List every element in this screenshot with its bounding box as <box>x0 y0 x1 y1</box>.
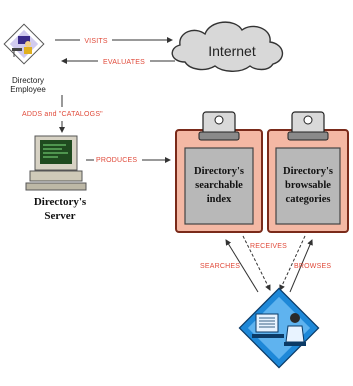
clipboard-categories: Directory's browsable categories <box>267 111 349 233</box>
server-label-line1: Directory's <box>34 196 87 208</box>
user-at-computer-icon <box>238 287 320 369</box>
computer-icon <box>25 135 87 191</box>
edge-visits: VISITS <box>55 37 173 45</box>
categories-label-line1: Directory's <box>283 166 333 177</box>
edge-label-adds: ADDS and "CATALOGS" <box>22 111 103 118</box>
edge-label-evaluates: EVALUATES <box>103 59 145 66</box>
edge-browses: BROWSES <box>289 239 331 293</box>
clip-index-icon <box>198 111 240 141</box>
employee-label-line2: Employee <box>10 85 46 94</box>
edge-label-searches: SEARCHES <box>200 263 240 270</box>
edge-searches: SEARCHES <box>200 239 259 293</box>
categories-label-line2: browsable <box>285 180 331 191</box>
edge-produces: PRODUCES <box>86 157 171 164</box>
clip-categories-icon <box>287 111 329 141</box>
edge-evaluates: EVALUATES <box>61 58 175 66</box>
cloud-label: Internet <box>208 43 256 59</box>
cloud-icon <box>171 21 284 72</box>
categories-label-line3: categories <box>286 194 331 205</box>
edge-receives: RECEIVES <box>242 235 306 291</box>
edge-label-receives: RECEIVES <box>250 243 287 250</box>
employee-label-line1: Directory <box>12 76 44 85</box>
edge-label-produces: PRODUCES <box>96 157 137 164</box>
clipboard-index: Directory's searchable index <box>175 111 263 233</box>
edge-label-visits: VISITS <box>84 38 108 45</box>
edge-label-browses: BROWSES <box>294 263 331 270</box>
edge-adds: ADDS and "CATALOGS" <box>22 95 103 133</box>
server-label-line2: Server <box>44 210 75 222</box>
index-label-line3: index <box>207 194 232 205</box>
index-label-line2: searchable <box>195 180 243 191</box>
index-label-line1: Directory's <box>194 166 244 177</box>
employee-icon <box>3 23 45 65</box>
